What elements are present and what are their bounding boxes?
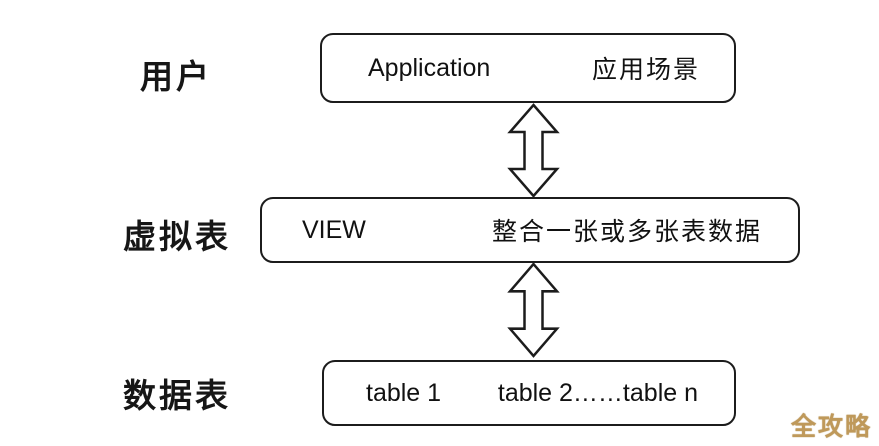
- view-node-left-text: VIEW: [302, 215, 366, 244]
- row-label-user: 用户: [140, 58, 212, 95]
- tables-node: table 1 table 2……table n: [322, 360, 736, 426]
- row-label-virtual-table: 虚拟表: [123, 218, 231, 255]
- tables-node-right-text: table 2……table n: [497, 378, 698, 407]
- view-node: VIEW 整合一张或多张表数据: [260, 197, 800, 263]
- view-node-right-text: 整合一张或多张表数据: [491, 218, 762, 246]
- row-label-data-table: 数据表: [123, 377, 231, 414]
- bidirectional-arrow-icon: [507, 103, 560, 198]
- bidirectional-arrow-icon: [507, 262, 560, 358]
- application-node: Application 应用场景: [320, 33, 736, 103]
- watermark: 全攻略: [790, 413, 872, 441]
- application-node-left-text: Application: [368, 53, 491, 82]
- application-node-right-text: 应用场景: [591, 56, 700, 84]
- tables-node-left-text: table 1: [366, 378, 442, 407]
